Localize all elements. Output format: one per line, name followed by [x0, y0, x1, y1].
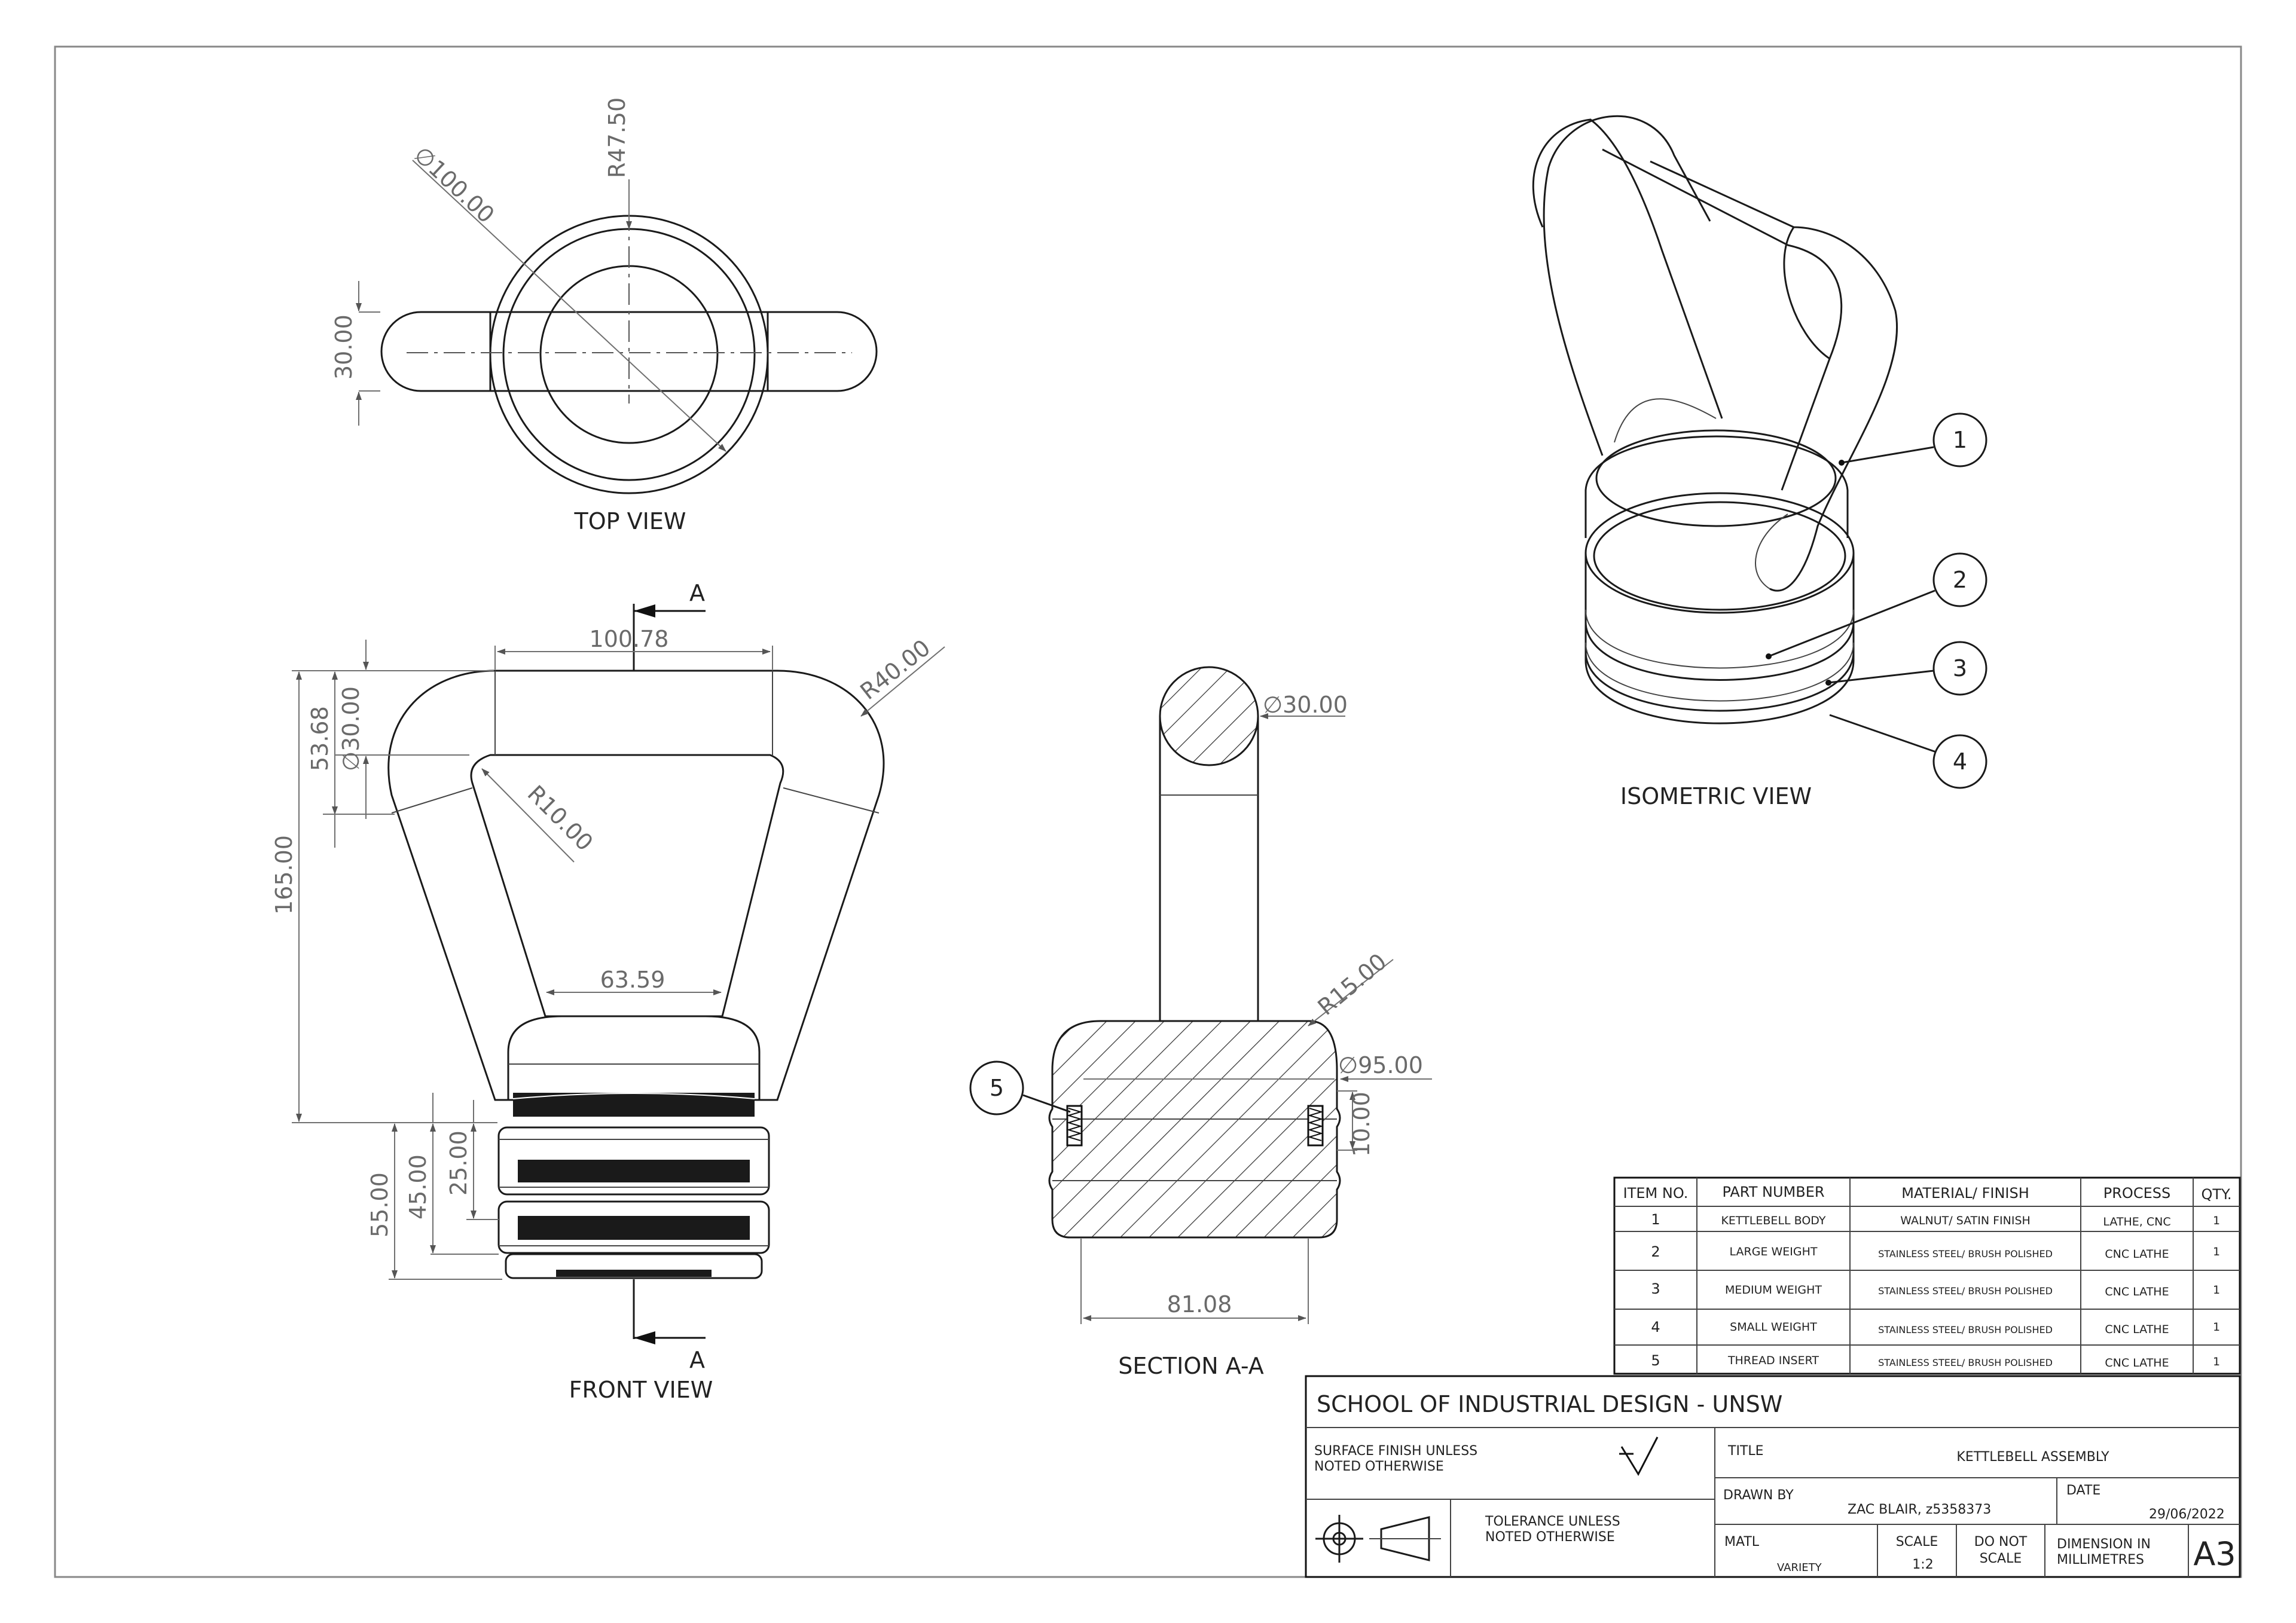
balloon-5: 5 — [990, 1075, 1004, 1101]
bom-header-part: PART NUMBER — [1722, 1184, 1824, 1200]
front-r10-dim: R10.00 — [523, 780, 599, 856]
drawn-by-label: DRAWN BY — [1723, 1488, 1794, 1503]
title-block: SCHOOL OF INDUSTRIAL DESIGN - UNSW SURFA… — [1305, 1375, 2241, 1578]
tolerance-note-2: NOTED OTHERWISE — [1485, 1530, 1615, 1545]
material-label: MATL — [1724, 1535, 1760, 1549]
section-10-dim: 10.00 — [1348, 1092, 1375, 1157]
balloon-2: 2 — [1953, 567, 1967, 593]
surface-finish-symbol — [1620, 1436, 1659, 1477]
bom-row3-material: STAINLESS STEEL/ BRUSH POLISHED — [1878, 1285, 2053, 1297]
bom-row5-part: THREAD INSERT — [1727, 1354, 1819, 1367]
front-55-dim: 55.00 — [367, 1172, 393, 1237]
drawing-title: KETTLEBELL ASSEMBLY — [1956, 1450, 2109, 1465]
bom-row5-item: 5 — [1651, 1352, 1660, 1369]
bom-row2-process: CNC LATHE — [2105, 1248, 2169, 1261]
surface-finish-note-1: SURFACE FINISH UNLESS — [1314, 1444, 1477, 1459]
do-not-scale-2: SCALE — [1980, 1551, 2022, 1566]
bom-row5-material: STAINLESS STEEL/ BRUSH POLISHED — [1878, 1357, 2053, 1368]
top-view-label: TOP VIEW — [574, 508, 686, 534]
isometric-view: 1 2 3 4 ISOMETRIC VIEW — [1532, 115, 1987, 809]
bom-header-material: MATERIAL/ FINISH — [1901, 1185, 2029, 1202]
bom-row3-process: CNC LATHE — [2105, 1285, 2169, 1298]
balloon-3: 3 — [1953, 655, 1967, 681]
section-r15-dim: R15.00 — [1313, 948, 1392, 1020]
tolerance-note-1: TOLERANCE UNLESS — [1485, 1514, 1620, 1529]
top-dia-dim: ∅100.00 — [409, 141, 499, 228]
section-d95-dim: ∅95.00 — [1338, 1052, 1423, 1078]
front-25-dim: 25.00 — [445, 1130, 472, 1196]
bom-header-process: PROCESS — [2103, 1185, 2170, 1202]
scale-label: SCALE — [1896, 1535, 1938, 1549]
bom-row4-material: STAINLESS STEEL/ BRUSH POLISHED — [1878, 1324, 2053, 1335]
date-value: 29/06/2022 — [2149, 1507, 2225, 1522]
front-view: A A 100.78 R40.00 R10.00 63.59 165.00 53… — [271, 580, 945, 1403]
bom-row2-part: LARGE WEIGHT — [1730, 1245, 1818, 1258]
material-value: VARIETY — [1777, 1561, 1822, 1574]
front-5368-dim: 53.68 — [307, 706, 333, 771]
bom-row2-material: STAINLESS STEEL/ BRUSH POLISHED — [1878, 1248, 2053, 1260]
top-radius-dim: R47.50 — [604, 97, 630, 178]
section-8108-dim: 81.08 — [1167, 1291, 1232, 1318]
bom-row3-qty: 1 — [2213, 1283, 2220, 1297]
bom-row2-qty: 1 — [2213, 1245, 2220, 1258]
surface-finish-note-2: NOTED OTHERWISE — [1314, 1459, 1444, 1474]
bom-row5-process: CNC LATHE — [2105, 1356, 2169, 1370]
date-label: DATE — [2066, 1483, 2100, 1498]
section-d30-dim: ∅30.00 — [1263, 692, 1348, 718]
bom-row2-item: 2 — [1651, 1243, 1660, 1260]
title-label: TITLE — [1727, 1444, 1764, 1459]
sheet-border — [54, 45, 2242, 1578]
school-name: SCHOOL OF INDUSTRIAL DESIGN - UNSW — [1317, 1391, 1782, 1417]
dimension-unit-1: DIMENSION IN — [2057, 1537, 2151, 1552]
bom-row4-process: CNC LATHE — [2105, 1323, 2169, 1336]
top-view: ∅100.00 R47.50 30.00 TOP VIEW — [331, 97, 878, 534]
bom-table: ITEM NO. PART NUMBER MATERIAL/ FINISH PR… — [1613, 1176, 2241, 1375]
bom-row1-qty: 1 — [2213, 1214, 2220, 1227]
projection-symbol — [1315, 1515, 1441, 1563]
front-165-dim: 165.00 — [271, 835, 297, 915]
section-view: ∅30.00 R15.00 ∅95.00 10.00 81.08 5 SECTI… — [969, 666, 1432, 1379]
bom-header-item: ITEM NO. — [1623, 1185, 1689, 1202]
bom-row4-item: 4 — [1651, 1319, 1660, 1335]
bom-row3-item: 3 — [1651, 1280, 1660, 1297]
balloon-1: 1 — [1953, 427, 1967, 453]
bom-row4-qty: 1 — [2213, 1321, 2220, 1334]
do-not-scale-1: DO NOT — [1974, 1535, 2028, 1549]
front-45-dim: 45.00 — [405, 1154, 431, 1219]
dimension-unit-2: MILLIMETRES — [2057, 1552, 2144, 1567]
front-d30-dim: ∅30.00 — [338, 686, 364, 771]
bom-row1-process: LATHE, CNC — [2103, 1215, 2170, 1228]
bom-header-qty: QTY. — [2202, 1186, 2232, 1203]
section-mark-top: A — [689, 580, 705, 606]
section-mark-bottom: A — [689, 1347, 705, 1373]
bom-row5-qty: 1 — [2213, 1355, 2220, 1368]
bom-row4-part: SMALL WEIGHT — [1730, 1321, 1817, 1334]
top-height-dim: 30.00 — [331, 314, 357, 380]
balloon-4: 4 — [1953, 748, 1967, 775]
front-r40-dim: R40.00 — [855, 634, 935, 705]
bom-row3-part: MEDIUM WEIGHT — [1725, 1283, 1822, 1297]
scale-value: 1:2 — [1912, 1557, 1933, 1572]
bom-row1-item: 1 — [1651, 1211, 1660, 1228]
front-width-dim: 100.78 — [590, 626, 669, 652]
bom-row1-material: WALNUT/ SATIN FINISH — [1900, 1214, 2031, 1227]
section-view-label: SECTION A-A — [1118, 1353, 1264, 1379]
front-view-label: FRONT VIEW — [569, 1377, 713, 1403]
isometric-view-label: ISOMETRIC VIEW — [1620, 783, 1812, 809]
sheet-size: A3 — [2193, 1535, 2236, 1573]
drawn-by: ZAC BLAIR, z5358373 — [1848, 1502, 1991, 1517]
bom-row1-part: KETTLEBELL BODY — [1721, 1214, 1825, 1227]
front-6359-dim: 63.59 — [600, 967, 665, 993]
